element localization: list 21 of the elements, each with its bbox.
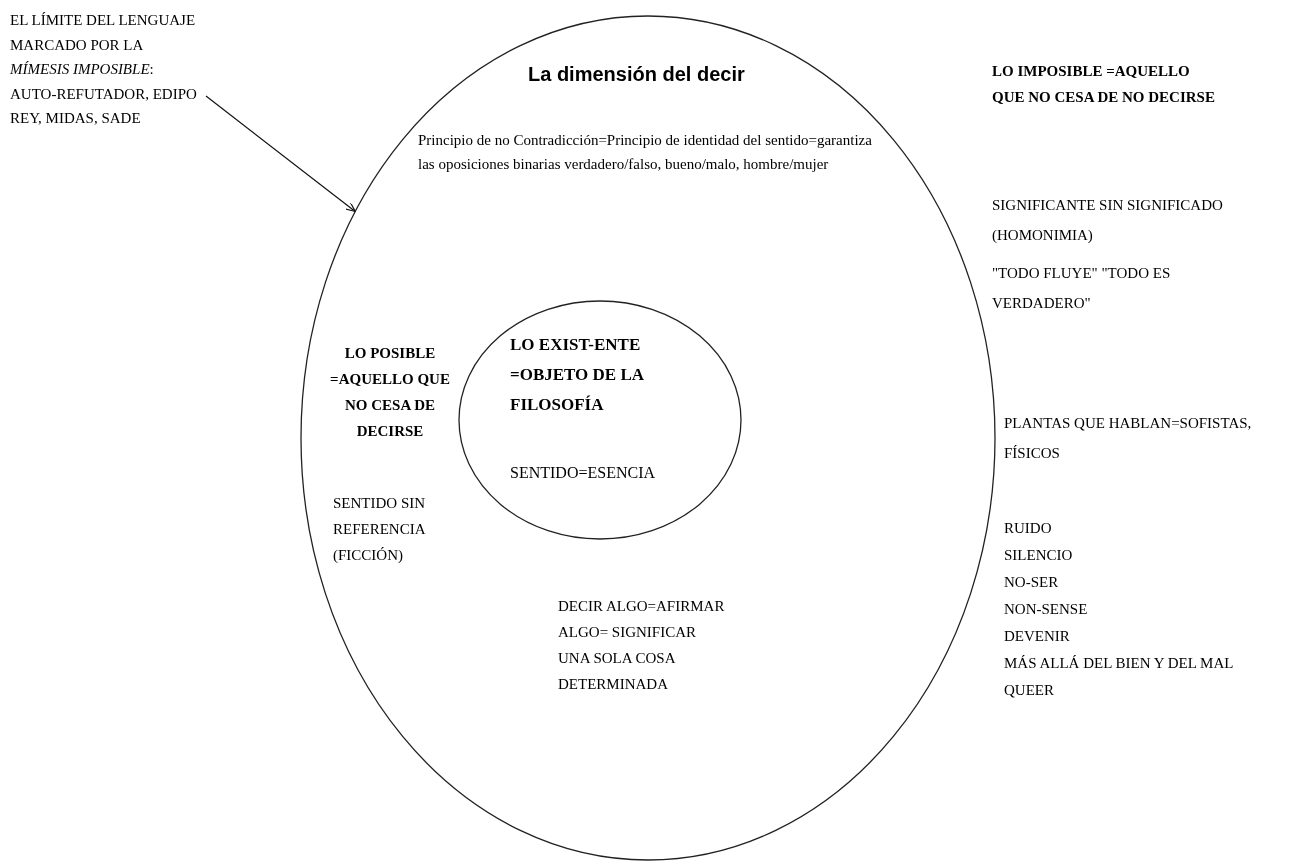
- heading-text: LO EXIST-ENTE =OBJETO DE LA FILOSOFÍA: [510, 334, 645, 416]
- list-item-text: QUEER: [1004, 681, 1055, 700]
- principle-text: Principio de no Contradicción=Principio de identidad del sentido=garantiza las oposiciones binarias verdadero/falso, bueno/malo, hombre/mujer: [418, 131, 873, 174]
- list-item-text: NO-SER: [1004, 573, 1060, 592]
- title-text: La dimensión del decir: [528, 62, 746, 87]
- note-text: SIGNIFICANTE SIN SIGNIFICADO (HOMONIMIA): [992, 196, 1224, 245]
- heading-text: LO POSIBLE =AQUELLO QUE NO CESA DE DECIRSE: [329, 344, 451, 441]
- list-item-text: DEVENIR: [1004, 627, 1071, 646]
- annotation-text: EL LÍMITE DEL LENGUAJE MARCADO POR LA MÍMESIS IMPOSIBLE: AUTO-REFUTADOR, EDIPO REY, MIDAS, SADE: [10, 11, 198, 128]
- list-item-text: MÁS ALLÁ DEL BIEN Y DEL MAL: [1004, 654, 1235, 673]
- note-text: PLANTAS QUE HABLAN=SOFISTAS, FÍSICOS: [1004, 414, 1253, 463]
- body-text: SENTIDO=ESENCIA: [510, 463, 656, 483]
- body-text: DECIR ALGO=AFIRMAR ALGO= SIGNIFICAR UNA SOLA COSA DETERMINADA: [558, 597, 726, 694]
- list-item-text: RUIDO: [1004, 519, 1053, 538]
- list-item-text: NON-SENSE: [1004, 600, 1089, 619]
- body-text: SENTIDO SIN REFERENCIA (FICCIÓN): [333, 494, 427, 565]
- arrow: [205, 95, 356, 213]
- note-text: "TODO FLUYE" "TODO ES VERDADERO": [992, 264, 1172, 313]
- list-item-text: SILENCIO: [1004, 546, 1074, 565]
- ellipse-region: [458, 300, 742, 540]
- heading-text: LO IMPOSIBLE =AQUELLO QUE NO CESA DE NO DECIRSE: [992, 62, 1216, 107]
